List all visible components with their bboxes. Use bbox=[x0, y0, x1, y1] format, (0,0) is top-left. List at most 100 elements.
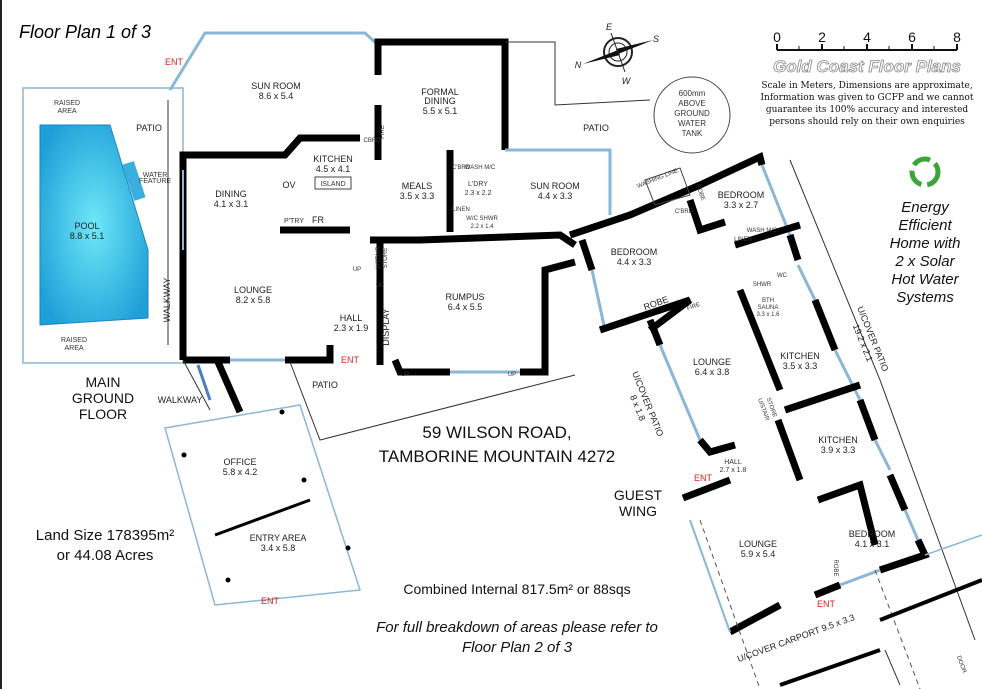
rooms-linen-1-label: LINEN bbox=[452, 207, 470, 213]
rooms-linen-2-label: LINEN bbox=[734, 237, 752, 243]
recycle-icon bbox=[909, 156, 941, 188]
rooms-up-label: UP bbox=[401, 372, 409, 378]
energy-1-label: Efficient bbox=[898, 217, 952, 234]
compass-s: S bbox=[653, 34, 659, 44]
rooms-shwr-1-1-label: 2.2 x 1.4 bbox=[470, 224, 494, 230]
rooms-laundry-0-label: L'DRY bbox=[468, 181, 488, 188]
circle-shape bbox=[301, 477, 307, 483]
rooms-lounge-1-0-label: LOUNGE bbox=[234, 285, 272, 295]
pool-area bbox=[22, 87, 184, 364]
scale-ticks-2-label: 4 bbox=[863, 29, 871, 45]
rooms-water-feature-1-label: FEATURE bbox=[139, 178, 171, 185]
rooms-meals-0-label: MEALS bbox=[402, 181, 433, 191]
brand-logo: Gold Coast Floor Plans bbox=[773, 57, 961, 76]
rooms-kitchen-2-0-label: KITCHEN bbox=[780, 351, 820, 361]
rooms-kitchen-1-1-label: 4.5 x 4.1 bbox=[316, 164, 351, 174]
circle-shape bbox=[603, 37, 633, 67]
polygon-shape bbox=[644, 167, 691, 206]
rooms-fire-2-label: FIRE bbox=[686, 302, 701, 312]
polygon-shape bbox=[616, 40, 653, 54]
rooms-bedroom-b-1-label: 3.3 x 2.7 bbox=[724, 200, 759, 210]
rooms-laundry-cbrd-label: C'BRD bbox=[452, 165, 471, 171]
rooms-door-label: DOOR bbox=[955, 655, 967, 675]
polyline-shape bbox=[182, 359, 211, 411]
rooms-up-label: UP bbox=[376, 283, 384, 289]
rooms-lounge-3-1-label: 5.9 x 5.4 bbox=[741, 549, 776, 559]
guest-wing-1-label: WING bbox=[619, 503, 657, 519]
polyline-shape bbox=[796, 264, 817, 301]
main-floor-label: MAIN GROUND FLOOR bbox=[72, 374, 134, 422]
rooms-lounge-1-1-label: 8.2 x 5.8 bbox=[236, 295, 271, 305]
polyline-shape bbox=[728, 601, 782, 636]
rooms-sun-room-2-0-label: SUN ROOM bbox=[530, 181, 580, 191]
rooms-ent-label: ENT bbox=[261, 596, 280, 606]
rooms-up-label: UP bbox=[353, 267, 361, 273]
rooms-patio-label: PATIO bbox=[583, 123, 609, 133]
water-tank-callout: 600mm ABOVE GROUND WATER TANK bbox=[653, 76, 731, 154]
rooms-formal-dining-1-label: DINING bbox=[424, 96, 456, 106]
polyline-shape bbox=[285, 345, 334, 364]
rooms-fire-1-label: FIRE bbox=[380, 125, 386, 139]
disclaimer-0-label: Scale in Meters, Dimensions are approxim… bbox=[761, 81, 972, 91]
rooms-pantry-label: P'TRY bbox=[284, 218, 304, 225]
rooms-shwr-1-0-label: W/C SHWR bbox=[466, 216, 498, 222]
rooms-island-label: ISLAND bbox=[320, 181, 345, 188]
water-tank-4-label: TANK bbox=[682, 129, 703, 138]
polyline-shape bbox=[736, 288, 784, 392]
circle-shape bbox=[653, 76, 731, 154]
rooms-oven-label: OV bbox=[282, 180, 295, 190]
polyline-shape bbox=[568, 152, 766, 239]
polyline-shape bbox=[856, 398, 879, 442]
polyline-shape bbox=[873, 439, 892, 471]
rooms-ent-label: ENT bbox=[165, 57, 184, 67]
scale-ticks-3-label: 6 bbox=[908, 29, 916, 45]
rooms-wc-label: WC bbox=[777, 273, 788, 279]
polyline-shape bbox=[879, 578, 982, 622]
rooms-laundry-wash-label: WASH M/C bbox=[465, 165, 496, 171]
rooms-bedroom-a-1-label: 4.4 x 3.3 bbox=[617, 257, 652, 267]
polyline-shape bbox=[214, 360, 244, 414]
polyline-shape bbox=[179, 151, 260, 360]
polyline-shape bbox=[681, 476, 732, 502]
rooms-formal-dining-2-label: 5.5 x 5.1 bbox=[423, 106, 458, 116]
rooms-formal-dining-0-label: FORMAL bbox=[421, 87, 459, 97]
polyline-shape bbox=[168, 31, 380, 91]
rooms-raised-area-1-label: AREA bbox=[64, 345, 83, 352]
polyline-shape bbox=[689, 519, 731, 633]
polyline-shape bbox=[839, 568, 881, 587]
rooms-walkway-label: WALKWAY bbox=[162, 278, 172, 323]
compass-w: W bbox=[622, 76, 632, 86]
polyline-shape bbox=[833, 349, 862, 401]
rooms-laundry-1-label: 2.3 x 2.2 bbox=[465, 190, 492, 197]
rooms-dining-0-label: DINING bbox=[215, 189, 247, 199]
polyline-shape bbox=[874, 569, 921, 689]
polyline-shape bbox=[686, 198, 727, 235]
circle-shape bbox=[181, 452, 187, 458]
main-floor-1-label: GROUND bbox=[72, 390, 134, 406]
circle-shape bbox=[225, 577, 231, 583]
rooms-fridge-label: FR bbox=[312, 215, 324, 225]
polyline-shape bbox=[214, 498, 311, 537]
polyline-shape bbox=[811, 298, 839, 352]
energy-3-label: 2 x Solar bbox=[894, 253, 955, 270]
rooms-rumpus-1-label: 6.4 x 5.5 bbox=[448, 302, 483, 312]
rooms-display-label: DISPLAY bbox=[381, 308, 391, 345]
water-tank-1-label: ABOVE bbox=[678, 99, 706, 108]
rooms-bth-sauna-2-label: 3.3 x 1.6 bbox=[756, 312, 780, 318]
rooms-shwr-2-label: SHWR bbox=[753, 282, 772, 288]
address-1-label: TAMBORINE MOUNTAIN 4272 bbox=[379, 447, 615, 466]
rooms-washing-line-label: WASHING LINE bbox=[636, 168, 679, 190]
circle-shape bbox=[608, 42, 628, 62]
rooms-patio-label: PATIO bbox=[136, 123, 162, 133]
rooms-entry-area-0-label: ENTRY AREA bbox=[250, 533, 307, 543]
scale-ticks-1-label: 2 bbox=[818, 29, 826, 45]
polyline-shape bbox=[733, 221, 802, 249]
polyline-shape bbox=[924, 534, 982, 556]
rooms-lounge-3-0-label: LOUNGE bbox=[739, 539, 777, 549]
polyline-shape bbox=[697, 437, 736, 456]
rooms-walkway-label: WALKWAY bbox=[158, 395, 203, 405]
polyline-shape bbox=[699, 519, 761, 689]
polyline-shape bbox=[520, 258, 576, 376]
water-feature-shape bbox=[122, 161, 146, 201]
